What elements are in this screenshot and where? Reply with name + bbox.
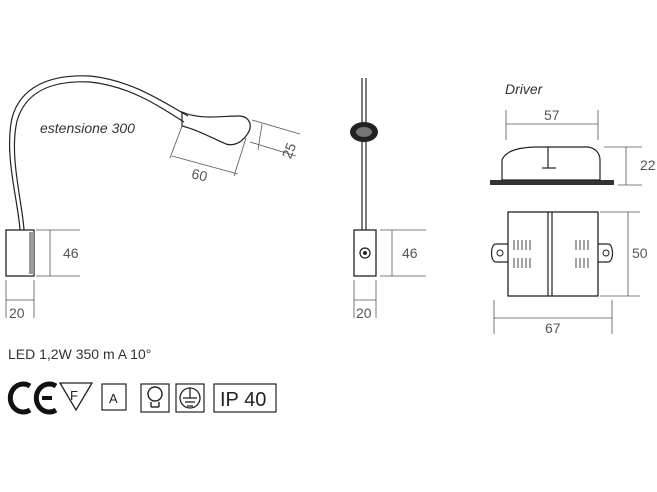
dim-driver-plan-height: 50: [632, 245, 648, 261]
dim-base-width-side-label: 20: [9, 305, 25, 321]
dim-base-width-front: 20: [353, 280, 377, 321]
led-spec-text: LED 1,2W 350 m A 10°: [8, 346, 151, 362]
dim-driver-side-height: 22: [640, 157, 656, 173]
flexible-arm: [9, 75, 189, 231]
f-mark-triangle-icon: F: [58, 382, 94, 412]
dim-base-width-side: 20: [5, 280, 35, 321]
energy-class-a-icon: A: [101, 383, 127, 411]
svg-text:F: F: [70, 388, 78, 403]
dim-driver-plan-width: 67: [545, 320, 561, 336]
dim-base-height-side: 46: [36, 229, 80, 277]
lamp-side-view: 60 25 46 20 estensione 300: [5, 75, 301, 321]
bulb-icon: [140, 383, 170, 413]
driver-plan-view: 50 67: [490, 211, 648, 336]
ip-rating-label: IP 40: [220, 389, 266, 411]
dim-head-height: 25: [249, 119, 301, 161]
ip-rating-badge: IP 40: [213, 383, 277, 413]
dim-head-height-label: 25: [279, 140, 300, 161]
energy-class-a-label: A: [109, 391, 118, 406]
earth-symbol-icon: [175, 383, 205, 413]
driver-views: Driver 57 22: [490, 81, 656, 336]
ce-mark-icon: [7, 381, 58, 415]
dim-base-width-front-label: 20: [356, 305, 372, 321]
dim-base-height-front: 46: [380, 229, 426, 277]
driver-side-view: 57 22: [490, 107, 656, 186]
dim-base-height-side-label: 46: [63, 245, 79, 261]
lamp-head: [181, 111, 251, 146]
dim-base-height-front-label: 46: [402, 245, 418, 261]
extension-label: estensione 300: [40, 120, 135, 136]
certification-symbols: F A IP 40: [7, 381, 277, 415]
dim-driver-top-width: 57: [544, 107, 560, 123]
dim-head-length-label: 60: [190, 165, 209, 184]
dim-head-length: 60: [169, 125, 247, 185]
driver-title: Driver: [505, 81, 544, 97]
lamp-front-view: 46 20: [350, 78, 426, 321]
